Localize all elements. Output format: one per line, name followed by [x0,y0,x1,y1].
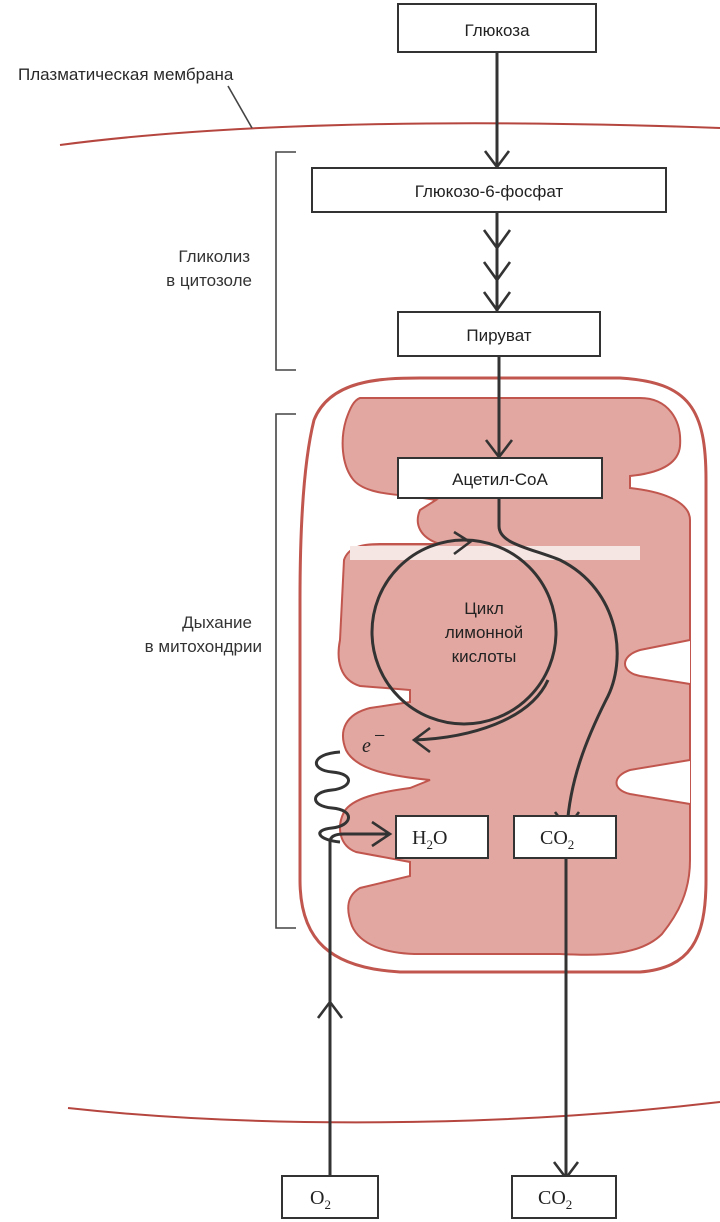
plasma-membrane-label: Плазматическая мембрана [18,65,234,84]
glucose-label: Глюкоза [464,21,530,40]
pyruvate-label: Пируват [466,326,531,345]
cycle-label-line3: кислоты [452,647,517,666]
plasma-membrane-bottom [68,1102,720,1122]
plasma-membrane-top [60,123,720,145]
cycle-label-line2: лимонной [445,623,523,642]
respiration-bracket [276,414,296,928]
o2-sub: 2 [324,1197,331,1212]
membrane-pointer-line [228,86,252,128]
co2-outside-c: CO [538,1187,566,1209]
respiration-label-line1: Дыхание [182,613,252,632]
matrix-gap-band [350,546,640,560]
water-h: H [412,827,426,849]
respiration-label-line2: в митохондрии [145,637,262,656]
glycolysis-label-line1: Гликолиз [178,247,250,266]
glycolysis-label-line2: в цитозоле [166,271,252,290]
glycolysis-bracket [276,152,296,370]
co2-outside-sub: 2 [566,1197,573,1212]
acetyl-coa-label: Ацетил-CoA [452,470,548,489]
glucose-6-phosphate-label: Глюкозо-6-фосфат [415,182,564,201]
cycle-label-line1: Цикл [464,599,504,618]
electron-label: e [362,735,371,757]
electron-charge: − [374,725,385,747]
o2-o: O [310,1187,324,1209]
co2-inner-sub: 2 [568,837,575,852]
co2-inner-c: CO [540,827,568,849]
water-o: O [433,827,447,849]
